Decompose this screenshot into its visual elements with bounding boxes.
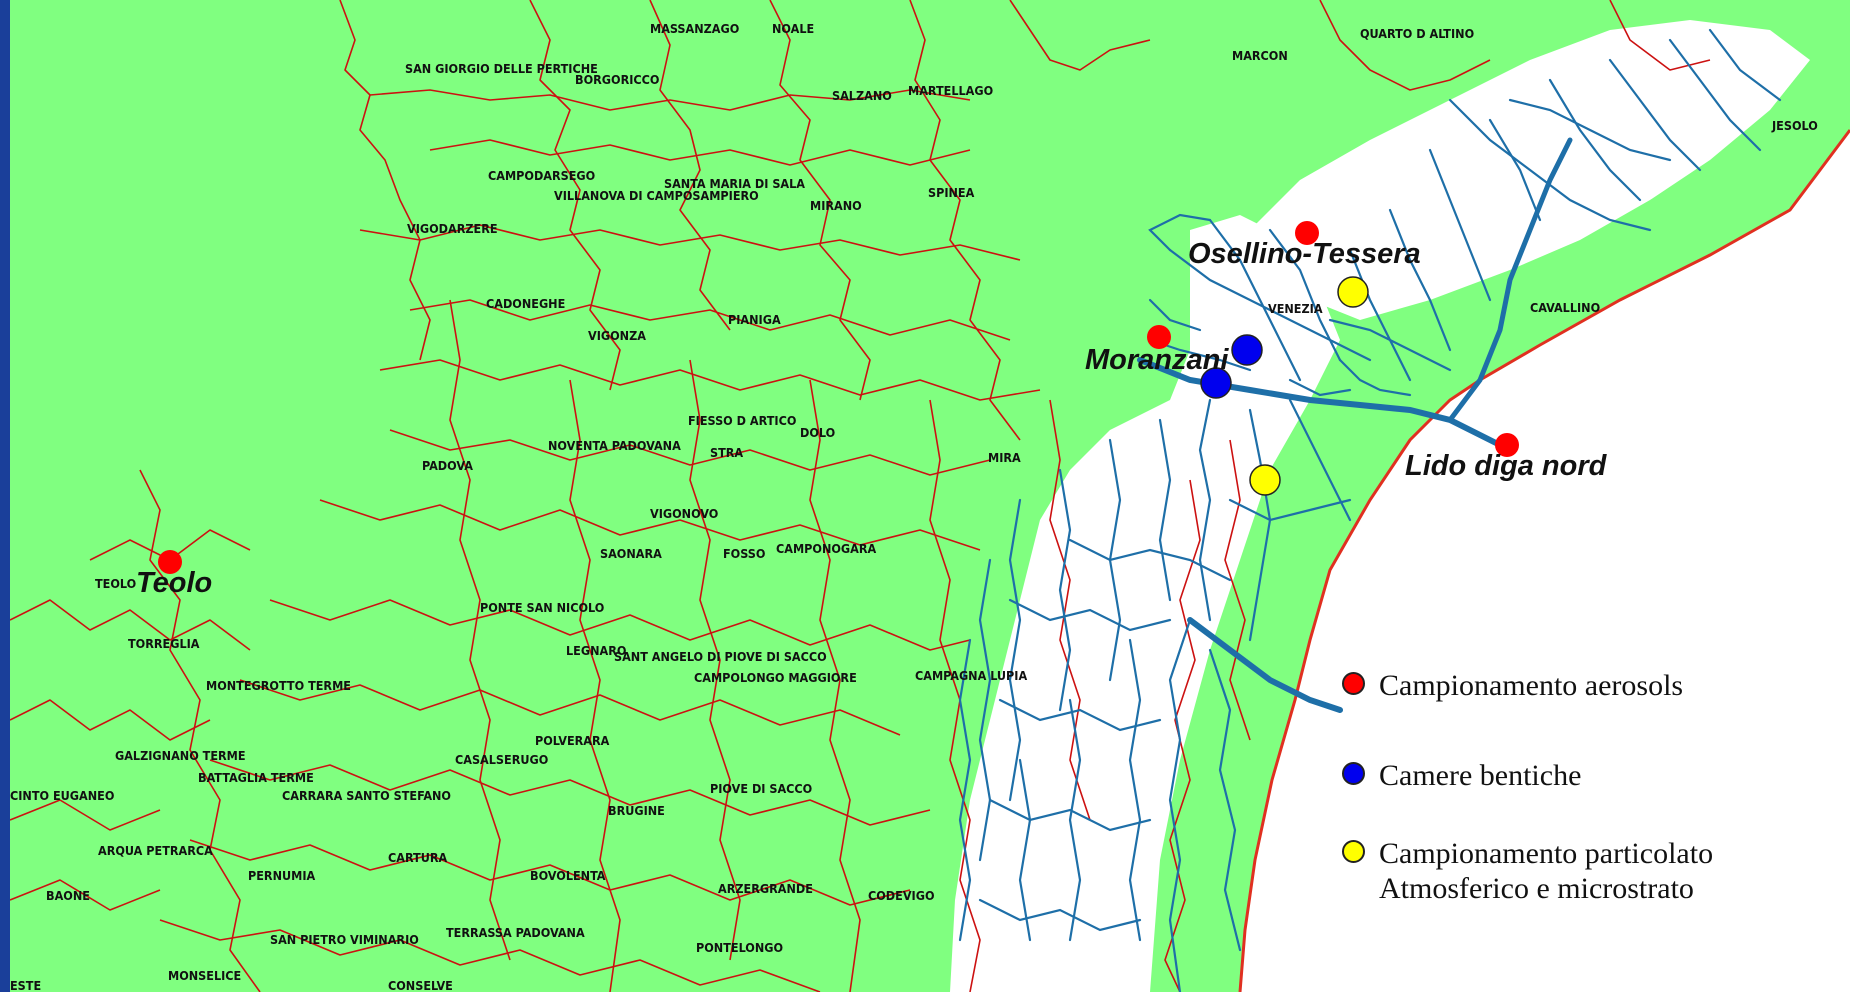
municipality-label: VIGONZA xyxy=(588,328,646,343)
lagoon-channels xyxy=(958,28,1782,992)
municipality-label: VENEZIA xyxy=(1268,301,1323,316)
station-markers xyxy=(158,221,1519,574)
municipality-label: LEGNARO xyxy=(566,643,626,658)
municipality-label: NOALE xyxy=(772,21,814,36)
municipality-label: TORREGLIA xyxy=(128,636,200,651)
site-label: Lido diga nord xyxy=(1405,450,1608,482)
municipality-label: PIANIGA xyxy=(728,312,781,327)
municipality-label: PONTELONGO xyxy=(696,940,783,955)
municipality-label: CASALSERUGO xyxy=(455,752,548,767)
municipality-label: BRUGINE xyxy=(608,803,665,818)
site-label: Moranzani xyxy=(1085,344,1229,376)
blue-dot-icon xyxy=(1342,762,1365,785)
legend-item-benthic: Camere bentiche xyxy=(1342,758,1581,793)
municipal-boundaries xyxy=(10,0,1711,992)
municipality-label: SANTA MARIA DI SALA xyxy=(664,176,805,191)
municipality-label: SAONARA xyxy=(600,546,662,561)
coastline xyxy=(1238,129,1850,992)
municipality-label: JESOLO xyxy=(1771,118,1818,133)
municipality-label: SALZANO xyxy=(832,88,892,103)
legend-label: Campionamento particolato Atmosferico e … xyxy=(1379,837,1714,905)
municipality-label: CAMPAGNA LUPIA xyxy=(915,668,1027,683)
municipality-label: FIESSO D ARTICO xyxy=(688,413,796,428)
municipality-labels: MASSANZAGO NOALE QUARTO D ALTINO MARCON … xyxy=(10,21,1818,992)
municipality-label: PERNUMIA xyxy=(248,868,316,883)
municipality-label: VILLANOVA DI CAMPOSAMPIERO xyxy=(554,188,759,203)
municipality-label: CAMPONOGARA xyxy=(776,541,877,556)
legend-item-aerosols: Campionamento aerosols xyxy=(1342,668,1683,703)
lagoon-area xyxy=(1240,130,1850,992)
legend-label: Camere bentiche xyxy=(1379,759,1582,792)
municipality-label: CODEVIGO xyxy=(868,888,935,903)
lagoon-north xyxy=(1240,20,1810,320)
benthic-chamber-marker[interactable] xyxy=(1231,334,1263,366)
municipality-label: TERRASSA PADOVANA xyxy=(446,925,585,940)
municipality-label: MARCON xyxy=(1232,48,1288,63)
site-labels: Osellino-Tessera Moranzani Lido diga nor… xyxy=(136,238,1608,599)
municipality-label: CARRARA SANTO STEFANO xyxy=(282,788,451,803)
municipality-label: NOVENTA PADOVANA xyxy=(548,438,681,453)
site-label: Osellino-Tessera xyxy=(1188,238,1421,270)
municipality-label: CADONEGHE xyxy=(486,296,565,311)
municipality-label: CARTURA xyxy=(388,850,448,865)
municipality-label: TEOLO xyxy=(95,576,136,591)
municipality-label: CAMPOLONGO MAGGIORE xyxy=(694,670,857,685)
municipality-label: BOVOLENTA xyxy=(530,868,606,883)
particulate-marker[interactable] xyxy=(1249,464,1281,496)
municipality-label: MIRANO xyxy=(810,198,862,213)
benthic-chamber-marker[interactable] xyxy=(1200,367,1232,399)
aerosol-marker[interactable] xyxy=(1495,433,1519,457)
map-canvas: MASSANZAGO NOALE QUARTO D ALTINO MARCON … xyxy=(10,0,1850,992)
municipality-label: PADOVA xyxy=(422,458,473,473)
municipality-label: QUARTO D ALTINO xyxy=(1360,26,1474,41)
municipality-label: ESTE xyxy=(10,978,41,992)
yellow-dot-icon xyxy=(1342,840,1365,863)
municipality-label: PONTE SAN NICOLO xyxy=(480,600,604,615)
municipality-label: STRA xyxy=(710,445,743,460)
municipality-label: SAN GIORGIO DELLE PERTICHE xyxy=(405,61,598,76)
municipality-label: MASSANZAGO xyxy=(650,21,739,36)
municipality-label: BAONE xyxy=(46,888,90,903)
site-label: Teolo xyxy=(136,567,212,599)
municipality-label: SPINEA xyxy=(928,185,975,200)
municipality-label: GALZIGNANO TERME xyxy=(115,748,246,763)
municipality-label: FOSSO xyxy=(723,546,765,561)
municipality-label: MIRA xyxy=(988,450,1021,465)
municipality-label: ARQUA PETRARCA xyxy=(98,843,213,858)
municipality-label: SANT ANGELO DI PIOVE DI SACCO xyxy=(614,649,827,664)
municipality-label: CAVALLINO xyxy=(1530,300,1600,315)
municipality-label: VIGODARZERE xyxy=(407,221,498,236)
municipality-label: SAN PIETRO VIMINARIO xyxy=(270,932,419,947)
municipality-label: CAMPODARSEGO xyxy=(488,168,595,183)
municipality-label: MARTELLAGO xyxy=(908,83,993,98)
municipality-label: ARZERGRANDE xyxy=(718,881,813,896)
legend-item-particulate: Campionamento particolato Atmosferico e … xyxy=(1342,836,1713,906)
municipality-label: PIOVE DI SACCO xyxy=(710,781,812,796)
lagoon-inner xyxy=(950,215,1340,992)
municipality-label: BATTAGLIA TERME xyxy=(198,770,314,785)
municipality-label: VIGONOVO xyxy=(650,506,718,521)
aerosol-marker[interactable] xyxy=(1147,325,1171,349)
municipality-label: BORGORICCO xyxy=(575,72,659,87)
municipality-label: POLVERARA xyxy=(535,733,610,748)
municipality-label: MONSELICE xyxy=(168,968,241,983)
aerosol-marker[interactable] xyxy=(1295,221,1319,245)
municipality-label: DOLO xyxy=(800,425,835,440)
particulate-marker[interactable] xyxy=(1337,276,1369,308)
municipality-label: MONTEGROTTO TERME xyxy=(206,678,351,693)
red-dot-icon xyxy=(1342,672,1365,695)
municipality-label: CONSELVE xyxy=(388,978,453,992)
legend-label: Campionamento aerosols xyxy=(1379,669,1684,702)
municipality-label: CINTO EUGANEO xyxy=(10,788,114,803)
aerosol-marker[interactable] xyxy=(158,550,182,574)
